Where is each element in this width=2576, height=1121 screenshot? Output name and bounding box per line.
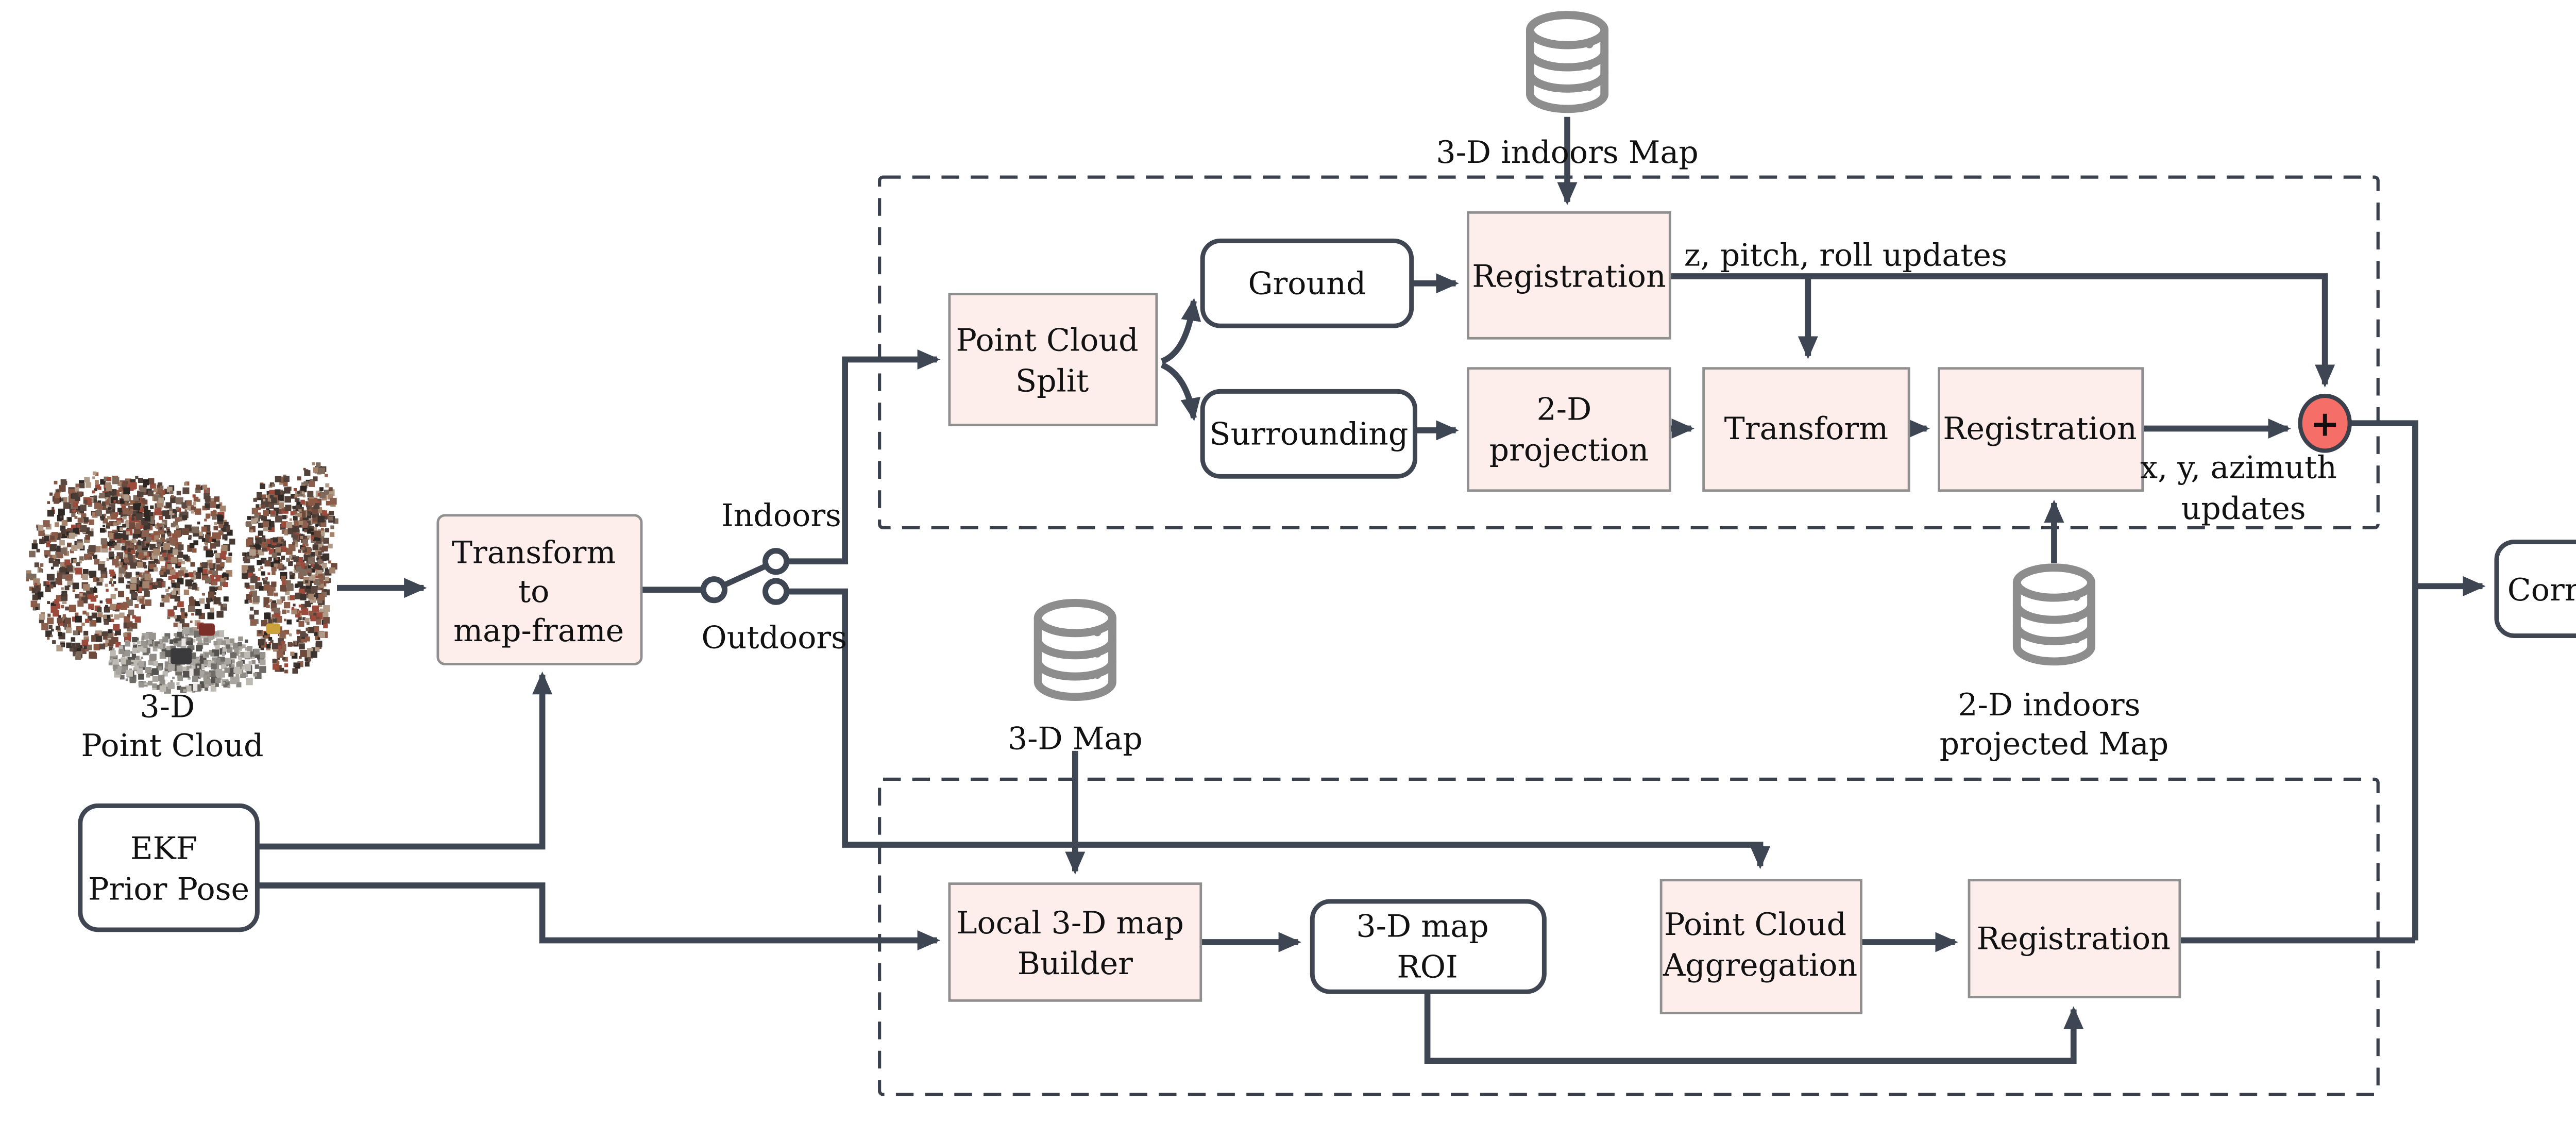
indoors-map-db-label: 3-D indoors Map <box>1436 135 1698 171</box>
switch-indoors-contact <box>762 548 790 575</box>
node-point-cloud-aggregation <box>1659 879 1862 1014</box>
switch-outdoors-contact <box>762 578 790 605</box>
node-local-3d-map-builder <box>948 882 1202 1002</box>
transform-indoor-label: Transform <box>1724 411 1888 447</box>
database-icon-3d-indoors-map <box>1530 15 1604 109</box>
arrow-outdoors-to-aggregation <box>786 588 1771 869</box>
node-point-cloud-split <box>948 292 1158 427</box>
projected-map-db-label: 2-D indoors projected Map <box>1940 687 2169 762</box>
database-icon-2d-indoors-projected-map <box>2017 567 2091 661</box>
point-cloud-image <box>26 462 338 694</box>
surrounding-label: Surrounding <box>1209 416 1408 452</box>
plus-sign: + <box>2310 403 2340 444</box>
indoors-label: Indoors <box>721 497 841 533</box>
node-2d-projection <box>1467 367 1671 492</box>
ground-label: Ground <box>1248 265 1366 302</box>
switch-common-contact <box>700 576 727 604</box>
node-registration-ground <box>1467 211 1671 340</box>
outdoors-label: Outdoors <box>701 620 847 656</box>
corrected-pose-label: Corrected Pose <box>2507 572 2576 608</box>
arrow-indoors-to-split <box>786 349 941 565</box>
node-transform-indoor <box>1702 367 1910 492</box>
projection-label: 2-D projection <box>1489 391 1649 468</box>
plus-junction-node <box>2298 393 2352 453</box>
registration-indoor-label: Registration <box>1943 411 2137 447</box>
switch-lever <box>723 563 767 588</box>
node-3d-map-roi <box>1310 899 1547 994</box>
3d-map-db-label: 3-D Map <box>1008 721 1143 757</box>
node-ground <box>1200 238 1414 328</box>
registration-outdoor-label: Registration <box>1976 921 2171 957</box>
line-plus-to-junction <box>2349 420 2418 941</box>
node-registration-outdoor <box>1968 879 2181 998</box>
arrow-split-to-surrounding <box>1160 362 1201 422</box>
point-cloud-caption: 3-D Point Cloud <box>81 689 263 764</box>
node-surrounding <box>1200 389 1418 479</box>
node-corrected-pose <box>2494 539 2576 638</box>
arrow-ekf-to-transform <box>257 671 553 850</box>
database-icon-3d-map <box>1038 603 1112 697</box>
registration-ground-label: Registration <box>1472 259 1666 295</box>
aggregation-label: Point Cloud Aggregation <box>1663 907 1857 983</box>
point-cloud-split-label: Point Cloud Split <box>956 322 1148 399</box>
node-transform-to-map-frame <box>436 514 643 665</box>
transform-to-map-frame-label: Transform to map-frame <box>452 535 626 649</box>
ekf-prior-pose-label: EKF Prior Pose <box>88 830 249 907</box>
z-updates-label: z, pitch, roll updates <box>1684 237 2007 273</box>
map-roi-label: 3-D map ROI <box>1356 909 1498 985</box>
node-ekf-prior-pose <box>78 803 260 932</box>
xy-updates-label: x, y, azimuth updates <box>2140 450 2347 527</box>
local-map-builder-label: Local 3-D map Builder <box>957 905 1194 982</box>
arrow-split-to-ground <box>1160 297 1201 364</box>
arrow-ekf-to-map-builder <box>257 882 941 951</box>
node-registration-indoor <box>1938 367 2144 492</box>
outdoor-branch-dashed-box <box>878 777 2380 1096</box>
indoor-branch-dashed-box <box>878 175 2380 530</box>
line-z-updates-to-plus <box>1670 273 2335 388</box>
arrow-roi-to-registration <box>1424 992 2084 1064</box>
